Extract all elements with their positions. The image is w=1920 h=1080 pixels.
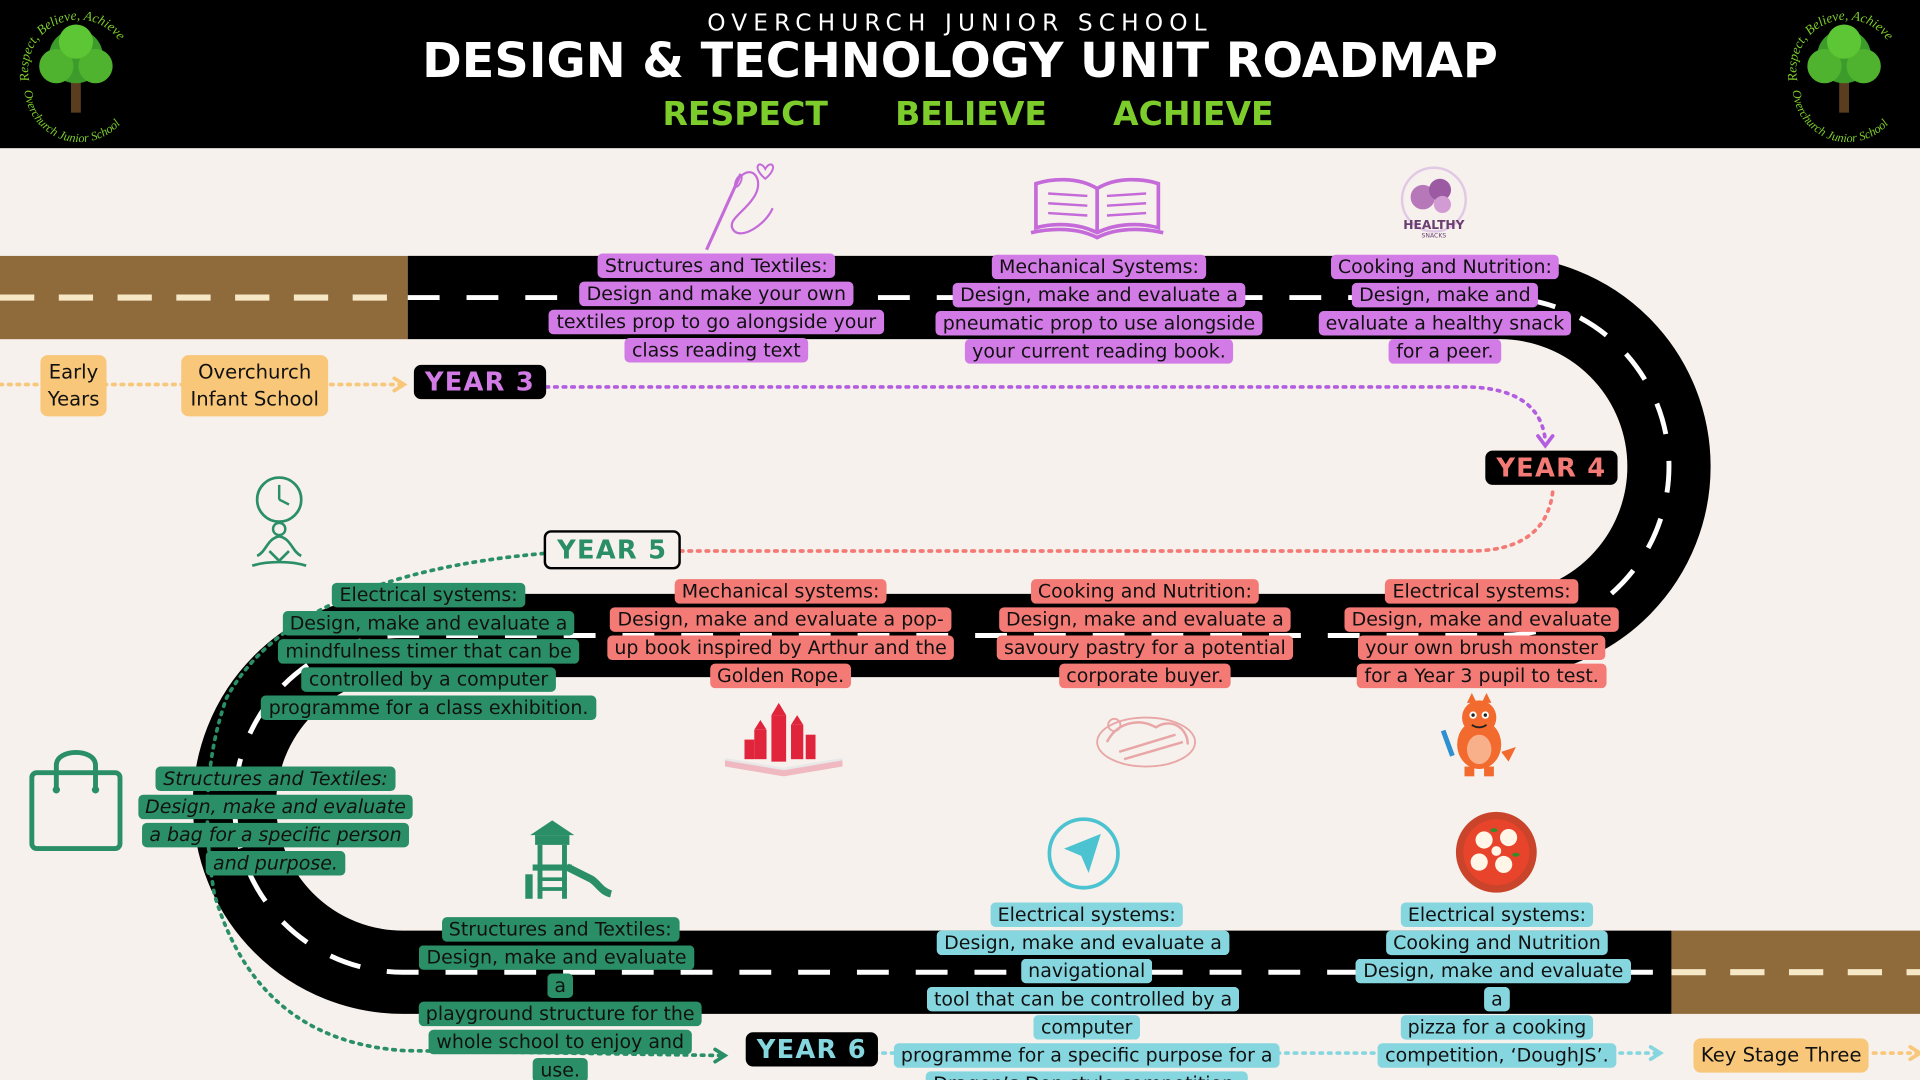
pizza-icon (1455, 811, 1537, 893)
shopping-bag-icon (29, 750, 123, 852)
year-4-label: YEAR 4 (1485, 450, 1618, 485)
school-logo-right: Respect, Believe, Achieve Overchurch Jun… (1784, 8, 1897, 142)
unit-y6-electrical-systems: Electrical systems:Design, make and eval… (882, 901, 1292, 1080)
pop-up-book-icon (724, 702, 843, 777)
unit-y5-electrical-systems: Electrical systems:Design, make and eval… (257, 582, 600, 723)
unit-y4-electrical-systems: Electrical systems:Design, make and eval… (1341, 578, 1623, 691)
school-logo-left: Respect, Believe, Achieve Overchurch Jun… (16, 8, 129, 142)
road-center-line (232, 295, 1672, 975)
snacks-label: SNACKS (1422, 233, 1447, 240)
value-believe: BELIEVE (895, 95, 1048, 134)
header-bar: OVERCHURCH JUNIOR SCHOOL DESIGN & TECHNO… (0, 0, 1920, 149)
stage-early-years: Early Years (40, 355, 107, 417)
healthy-label: HEALTHY (1403, 218, 1464, 232)
navigation-arrow-icon (1047, 817, 1120, 890)
school-name: OVERCHURCH JUNIOR SCHOOL (707, 9, 1213, 37)
unit-y5-structures-textiles: Structures and Textiles:Design, make and… (135, 765, 417, 878)
playground-icon (525, 820, 613, 899)
unit-y6-structures-textiles: Structures and Textiles:Design, make and… (416, 916, 704, 1080)
unit-y4-cooking-nutrition: Cooking and Nutrition:Design, make and e… (992, 578, 1298, 691)
unit-y3-mechanical-systems: Mechanical Systems:Design, make and eval… (924, 253, 1273, 366)
unit-y4-mechanical-systems: Mechanical systems:Design, make and eval… (600, 578, 961, 691)
year-6-label: YEAR 6 (745, 1032, 878, 1067)
stage-key-stage-three: Key Stage Three (1693, 1038, 1869, 1073)
value-respect: RESPECT (662, 95, 828, 134)
unit-y3-structures-textiles: Structures and Textiles:Design and make … (539, 252, 894, 365)
pastry-icon (1096, 716, 1197, 768)
page-title: DESIGN & TECHNOLOGY UNIT ROADMAP (422, 34, 1498, 90)
year-3-label: YEAR 3 (413, 364, 547, 400)
healthy-snacks-icon: HEALTHY SNACKS (1400, 166, 1467, 240)
brush-monster-icon (1440, 693, 1516, 777)
open-book-icon (1030, 177, 1164, 240)
unit-y6-cooking-nutrition: Electrical systems:Cooking and Nutrition… (1353, 901, 1641, 1070)
needle-thread-icon (705, 163, 775, 251)
meditation-timer-icon (251, 476, 307, 567)
stage-infant-school: Overchurch Infant School (181, 355, 329, 417)
year-5-label: YEAR 5 (543, 530, 681, 570)
value-achieve: ACHIEVE (1113, 95, 1274, 134)
